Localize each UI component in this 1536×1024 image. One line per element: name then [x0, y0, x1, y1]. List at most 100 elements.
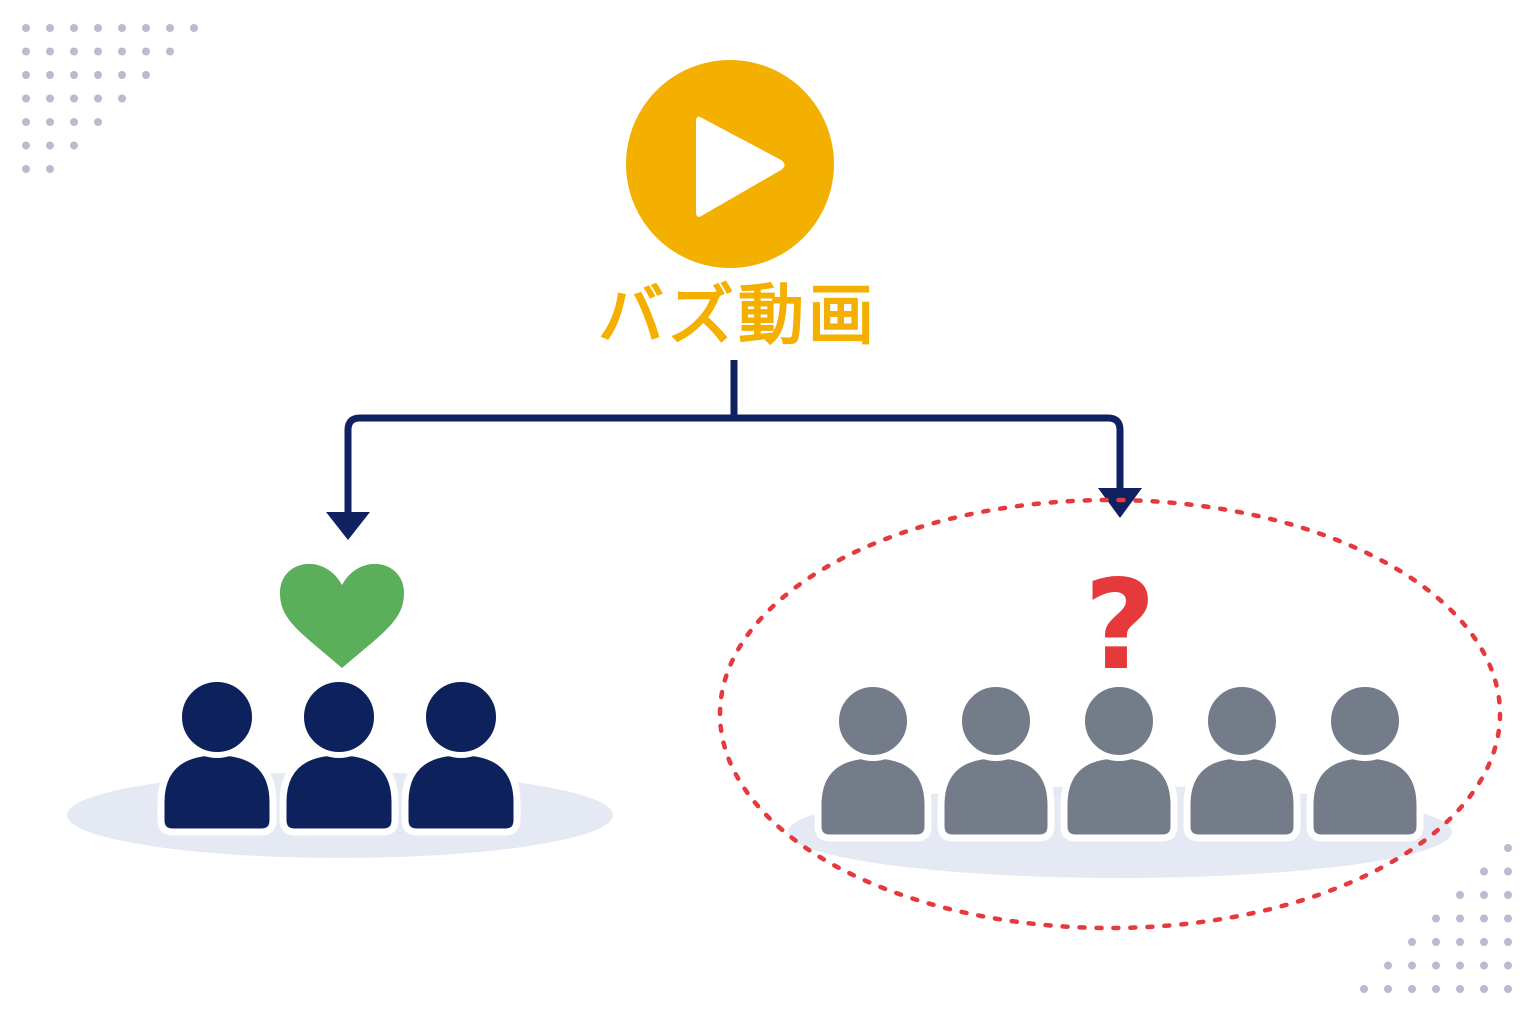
dot	[94, 24, 102, 32]
dot	[70, 71, 78, 79]
dot	[46, 47, 54, 56]
person-body	[157, 748, 277, 836]
dot	[166, 47, 174, 56]
dot	[46, 94, 54, 103]
dot	[1456, 891, 1464, 899]
person-head	[420, 676, 502, 758]
dot	[46, 118, 54, 126]
dot	[1504, 914, 1512, 923]
dot	[22, 118, 30, 126]
dot	[1456, 985, 1464, 993]
dot	[70, 24, 78, 32]
dot	[1432, 961, 1440, 970]
dot	[70, 47, 78, 56]
person-icon	[1060, 681, 1178, 842]
dot	[1360, 985, 1368, 993]
play-icon	[696, 116, 785, 217]
person-icon	[814, 681, 932, 842]
person-body	[937, 751, 1055, 842]
engaged-people-row	[157, 676, 521, 836]
dot	[1480, 985, 1488, 993]
dot	[1504, 844, 1512, 852]
person-icon	[1183, 681, 1301, 842]
play-button-circle	[626, 60, 834, 268]
person-icon	[279, 676, 399, 836]
person-body	[814, 751, 932, 842]
dot	[94, 94, 102, 103]
dot	[22, 141, 30, 150]
dot	[70, 94, 78, 103]
dot	[166, 24, 174, 32]
dot	[190, 24, 198, 32]
dot	[22, 47, 30, 56]
dot	[142, 24, 150, 32]
dot	[118, 47, 126, 56]
person-head	[833, 681, 913, 761]
heart-icon	[280, 563, 404, 668]
dot	[94, 47, 102, 56]
dot	[1504, 891, 1512, 899]
person-icon	[937, 681, 1055, 842]
dot	[1504, 985, 1512, 993]
person-head	[298, 676, 380, 758]
dot	[94, 71, 102, 79]
diagram-title: バズ動画	[598, 277, 878, 354]
dot	[1480, 914, 1488, 923]
person-head	[1202, 681, 1282, 761]
dot	[46, 71, 54, 79]
dotted-highlight-ellipse	[717, 497, 1503, 931]
dot	[1480, 938, 1488, 946]
dot	[118, 94, 126, 103]
dot	[1504, 867, 1512, 876]
engaged-audience-group	[67, 563, 613, 858]
dot	[1480, 867, 1488, 876]
dot	[1384, 985, 1392, 993]
dot	[46, 141, 54, 150]
question-icon: ?	[1084, 554, 1156, 698]
dot	[22, 24, 30, 32]
person-icon	[157, 676, 277, 836]
arrow-head-right	[1098, 488, 1142, 518]
person-body	[1060, 751, 1178, 842]
dot	[142, 47, 150, 56]
person-body	[1306, 751, 1424, 842]
dot	[1456, 938, 1464, 946]
dot	[46, 165, 54, 173]
connector-right-branch	[734, 414, 1124, 488]
person-icon	[401, 676, 521, 836]
dot	[1480, 891, 1488, 899]
dot	[1504, 938, 1512, 946]
person-body	[1183, 751, 1301, 842]
dot	[1432, 914, 1440, 923]
dot	[22, 94, 30, 103]
dot	[1504, 961, 1512, 970]
dot	[70, 118, 78, 126]
decorative-dots-top-left	[22, 24, 198, 173]
connector-left-branch	[344, 414, 734, 512]
dot	[1408, 961, 1416, 970]
dot	[1432, 938, 1440, 946]
person-icon	[1306, 681, 1424, 842]
person-head	[1079, 681, 1159, 761]
uncertain-people-row	[814, 681, 1424, 842]
uncertain-audience-group: ?	[717, 497, 1503, 931]
dot	[142, 71, 150, 79]
dot	[22, 71, 30, 79]
dot	[1408, 985, 1416, 993]
dot	[1432, 985, 1440, 993]
person-head	[176, 676, 258, 758]
person-head	[956, 681, 1036, 761]
dot	[46, 24, 54, 32]
dot	[70, 141, 78, 150]
dot	[1384, 961, 1392, 970]
person-head	[1325, 681, 1405, 761]
dot	[1408, 938, 1416, 946]
decorative-dots-bottom-right	[1360, 844, 1512, 993]
dot	[1456, 961, 1464, 970]
dot	[118, 71, 126, 79]
dot	[1456, 914, 1464, 923]
dot	[94, 118, 102, 126]
dot	[118, 24, 126, 32]
